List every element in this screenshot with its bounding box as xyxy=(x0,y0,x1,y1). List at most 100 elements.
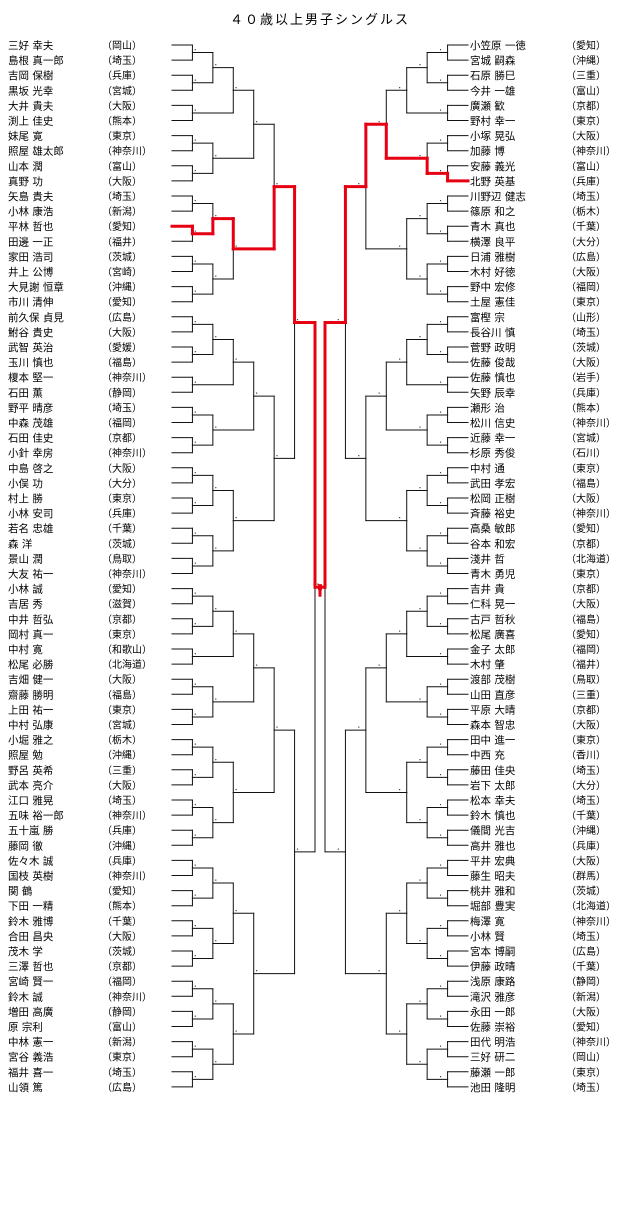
player-name: 藤田 佳央 xyxy=(470,764,516,777)
player-name: 近藤 幸一 xyxy=(470,432,516,445)
player-prefecture: （福島） xyxy=(102,688,142,701)
match-score-mark: ▪ xyxy=(419,606,421,610)
match-score-mark: ▪ xyxy=(235,244,237,248)
match-score-mark: ▪ xyxy=(215,153,217,157)
player-name: 渕上 佳史 xyxy=(8,115,54,128)
player-name: 平井 宏典 xyxy=(470,854,516,867)
player-name: 山本 潤 xyxy=(8,160,43,173)
player-name: 吉居 秀 xyxy=(8,599,43,611)
player-prefecture: （広島） xyxy=(102,311,142,324)
match-score-mark: ▪ xyxy=(419,757,421,761)
match-score-mark: ▪ xyxy=(440,229,442,233)
match-score-mark: ▪ xyxy=(440,893,442,897)
player-prefecture: （愛知） xyxy=(102,220,142,233)
player-name: 中林 憲一 xyxy=(8,1036,54,1049)
player-prefecture: （北海道） xyxy=(102,658,152,671)
match-score-mark: ▪ xyxy=(256,119,258,123)
match-score-mark: ▪ xyxy=(194,682,196,686)
player-name: 篠原 和之 xyxy=(470,205,516,218)
match-score-mark: ▪ xyxy=(399,516,401,520)
player-name: 関 鶴 xyxy=(8,885,33,898)
player-prefecture: （千葉） xyxy=(102,915,142,928)
match-score-mark: ▪ xyxy=(440,501,442,505)
left-draw-names: 三好 幸夫（岡山）島根 真一郎（埼玉）吉岡 保樹（兵庫）黒坂 光幸（宮城）大井 … xyxy=(8,40,152,1094)
match-score-mark: ▪ xyxy=(440,289,442,293)
player-name: 若名 忠雄 xyxy=(8,522,53,535)
match-score-mark: ▪ xyxy=(215,546,217,550)
player-name: 武智 英治 xyxy=(8,341,53,354)
player-name: 古戸 哲秋 xyxy=(470,613,516,626)
player-name: 伊藤 政晴 xyxy=(470,960,516,973)
player-name: 小塚 晃弘 xyxy=(470,131,515,143)
player-name: 武田 孝宏 xyxy=(470,477,515,490)
match-score-mark: ▪ xyxy=(440,380,442,384)
match-score-mark: ▪ xyxy=(194,893,196,897)
player-prefecture: （東京） xyxy=(566,462,606,475)
player-prefecture: （大分） xyxy=(102,477,142,490)
player-name: 武本 亮介 xyxy=(8,779,54,792)
match-score-mark: ▪ xyxy=(358,453,360,457)
player-prefecture: （大阪） xyxy=(566,598,606,611)
player-name: 堀部 豊実 xyxy=(470,900,516,913)
player-prefecture: （福島） xyxy=(566,477,606,490)
player-prefecture: （埼玉） xyxy=(102,794,142,807)
player-name: 五十嵐 勝 xyxy=(8,824,54,837)
player-name: 森 洋 xyxy=(8,537,33,550)
player-prefecture: （神奈川） xyxy=(566,915,616,928)
match-score-mark: ▪ xyxy=(215,214,217,218)
player-prefecture: （大分） xyxy=(566,779,606,792)
player-prefecture: （京都） xyxy=(566,583,606,596)
match-score-mark: ▪ xyxy=(235,787,237,791)
match-score-mark: ▪ xyxy=(440,652,442,656)
player-name: 滝沢 雅彦 xyxy=(470,990,515,1003)
player-prefecture: （兵庫） xyxy=(102,824,142,837)
player-prefecture: （福岡） xyxy=(102,417,142,430)
match-score-mark: ▪ xyxy=(440,78,442,82)
player-name: 小笠原 一徳 xyxy=(470,39,526,52)
player-prefecture: （鳥取） xyxy=(566,673,606,686)
player-prefecture: （千葉） xyxy=(566,220,606,233)
player-name: 黒坂 光幸 xyxy=(8,84,53,97)
match-score-mark: ▪ xyxy=(194,108,196,112)
player-prefecture: （東京） xyxy=(102,1051,142,1064)
player-name: 小堀 雅之 xyxy=(8,734,54,747)
player-prefecture: （石川） xyxy=(566,448,606,460)
player-prefecture: （神奈川） xyxy=(102,809,152,822)
player-prefecture: （大阪） xyxy=(566,854,606,867)
player-prefecture: （京都） xyxy=(566,99,606,112)
player-prefecture: （埼玉） xyxy=(102,401,142,414)
match-score-mark: ▪ xyxy=(194,652,196,656)
player-prefecture: （沖縄） xyxy=(566,54,606,67)
match-score-mark: ▪ xyxy=(215,818,217,822)
match-score-mark: ▪ xyxy=(419,938,421,942)
player-name: 長谷川 慎 xyxy=(470,326,516,339)
player-prefecture: （愛媛） xyxy=(102,341,142,354)
player-prefecture: （大阪） xyxy=(102,673,142,686)
player-name: 齋藤 勝明 xyxy=(8,688,53,701)
match-score-mark: ▪ xyxy=(419,153,421,157)
match-score-mark: ▪ xyxy=(194,561,196,565)
player-name: 村上 勝 xyxy=(8,492,43,505)
match-score-mark: ▪ xyxy=(194,259,196,263)
player-name: 合田 昌央 xyxy=(8,930,54,943)
player-prefecture: （宮城） xyxy=(566,432,606,445)
player-prefecture: （千葉） xyxy=(566,809,606,822)
match-score-mark: ▪ xyxy=(297,847,299,851)
player-name: 平原 大晴 xyxy=(470,703,516,716)
player-prefecture: （埼玉） xyxy=(566,930,606,943)
player-prefecture: （富山） xyxy=(566,160,606,173)
player-name: 瀬形 治 xyxy=(470,401,505,414)
match-score-mark: ▪ xyxy=(215,485,217,489)
player-prefecture: （大阪） xyxy=(566,356,606,369)
match-score-mark: ▪ xyxy=(440,350,442,354)
match-score-mark: ▪ xyxy=(194,1044,196,1048)
player-name: 三澤 哲也 xyxy=(8,960,53,973)
player-prefecture: （神奈川） xyxy=(102,990,152,1003)
match-score-mark: ▪ xyxy=(194,440,196,444)
player-prefecture: （兵庫） xyxy=(102,69,142,82)
match-score-mark: ▪ xyxy=(194,470,196,474)
match-score-mark: ▪ xyxy=(440,199,442,203)
match-score-mark: ▪ xyxy=(194,168,196,172)
player-prefecture: （大阪） xyxy=(102,326,142,339)
player-name: 野中 宏修 xyxy=(470,281,516,294)
